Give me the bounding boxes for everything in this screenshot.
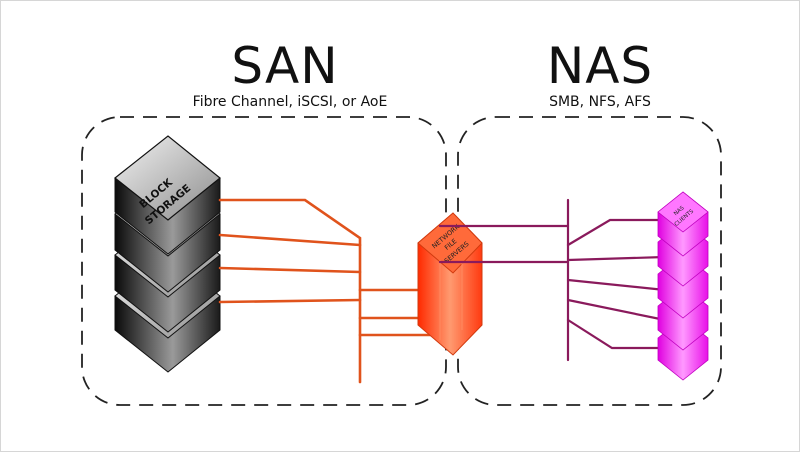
nas-client-unit	[657, 191, 709, 257]
san-link	[218, 298, 362, 304]
block-storage-unit	[114, 135, 221, 255]
san-boundary	[81, 116, 447, 406]
san-link	[218, 266, 362, 274]
nas-link	[566, 255, 667, 262]
nas-link	[566, 218, 667, 247]
nas-clients-stack: NAS CLIENTS	[657, 191, 709, 381]
san-bus	[218, 198, 362, 384]
nas-link	[566, 318, 667, 350]
san-title: SAN	[231, 37, 339, 95]
network-file-servers: NETWORK FILE SERVERS	[417, 212, 483, 356]
nas-link	[566, 278, 667, 292]
nas-subtitle: SMB, NFS, AFS	[549, 94, 651, 110]
san-link	[218, 233, 362, 247]
nas-link	[566, 298, 667, 322]
san-links	[218, 198, 434, 384]
nas-links	[438, 198, 667, 362]
block-storage-stack: BLOCK STORAGE	[114, 135, 221, 373]
nas-boundary	[457, 116, 722, 406]
nas-title: NAS	[546, 37, 654, 95]
san-subtitle: Fibre Channel, iSCSI, or AoE	[192, 94, 388, 110]
